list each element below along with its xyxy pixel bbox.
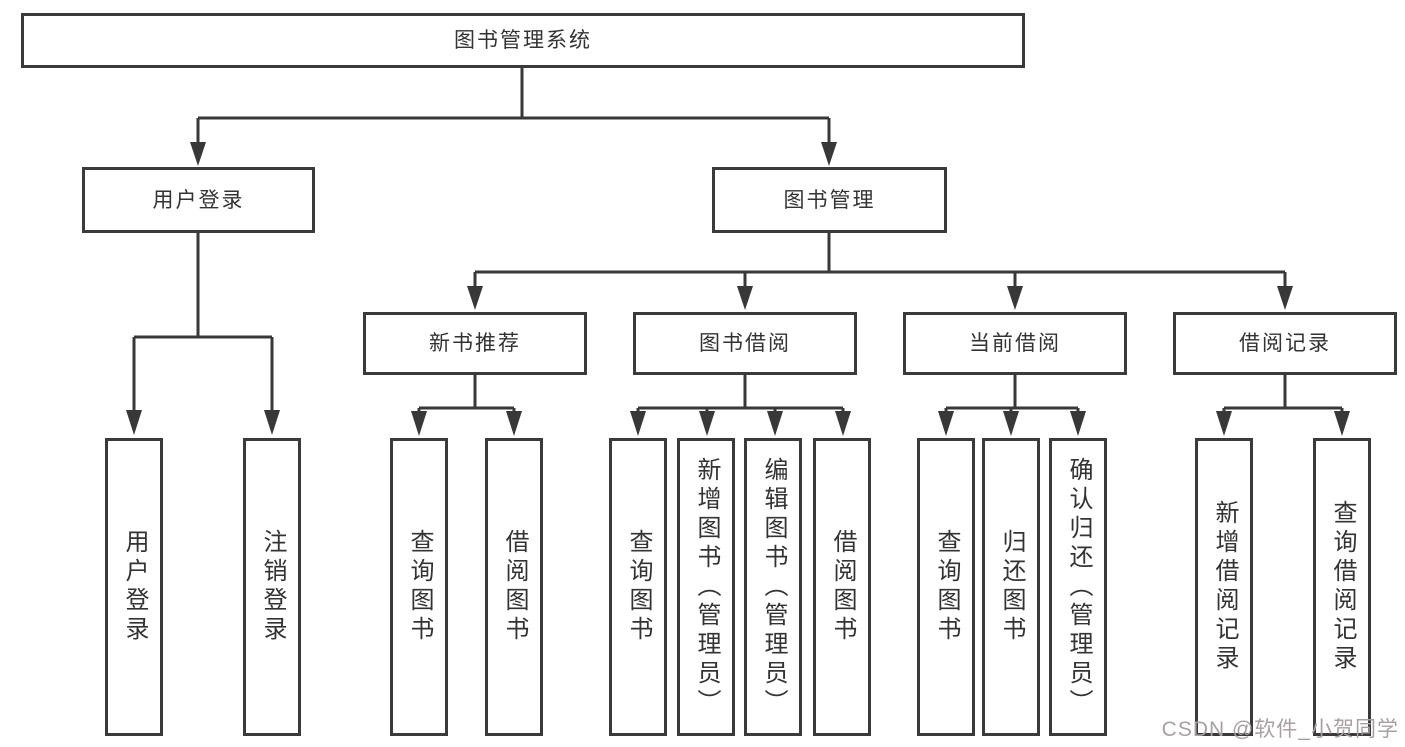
- node-label: 新书推荐: [429, 332, 521, 355]
- node-label: 图书管理系统: [454, 29, 592, 52]
- node-label: 新增借阅记录: [1211, 500, 1238, 674]
- node-label: 图书借阅: [699, 332, 791, 355]
- node-borrow-record: 借阅记录: [1173, 312, 1397, 375]
- node-label: 借阅图书: [829, 529, 856, 645]
- node-label: 查询图书: [933, 529, 960, 645]
- node-label: 图书管理: [783, 188, 876, 212]
- leaf-query-book-current: 查询图书: [917, 438, 975, 736]
- node-user-login: 用户登录: [82, 167, 315, 233]
- node-label: 借阅图书: [501, 529, 528, 645]
- node-label: 用户登录: [121, 529, 148, 645]
- leaf-logout: 注销登录: [243, 438, 301, 736]
- leaf-confirm-return-admin: 确认归还（管理员）: [1049, 438, 1107, 736]
- node-label: 编辑图书（管理员）: [760, 456, 787, 718]
- node-label: 查询图书: [406, 529, 433, 645]
- leaf-query-borrow-record: 查询借阅记录: [1313, 438, 1371, 736]
- leaf-return-book: 归还图书: [982, 438, 1040, 736]
- leaf-borrow-book: 借阅图书: [813, 438, 871, 736]
- node-current-borrow: 当前借阅: [903, 312, 1127, 375]
- node-new-book-recommend: 新书推荐: [363, 312, 587, 375]
- node-label: 查询图书: [625, 529, 652, 645]
- leaf-add-borrow-record: 新增借阅记录: [1195, 438, 1253, 736]
- leaf-borrow-book-recommend: 借阅图书: [485, 438, 543, 736]
- csdn-watermark: CSDN @软件_小贺同学: [1161, 718, 1399, 741]
- leaf-add-book-admin: 新增图书（管理员）: [677, 438, 735, 736]
- node-label: 新增图书（管理员）: [693, 456, 720, 718]
- node-label: 确认归还（管理员）: [1065, 456, 1092, 718]
- node-label: 借阅记录: [1239, 332, 1331, 355]
- leaf-query-book-recommend: 查询图书: [390, 438, 448, 736]
- node-label: 查询借阅记录: [1329, 500, 1356, 674]
- node-label: 当前借阅: [969, 332, 1061, 355]
- node-book-borrow: 图书借阅: [633, 312, 857, 375]
- node-root-system: 图书管理系统: [21, 13, 1025, 68]
- node-label: 用户登录: [152, 188, 245, 212]
- leaf-user-login: 用户登录: [105, 438, 163, 736]
- node-label: 注销登录: [259, 529, 286, 645]
- leaf-query-book-borrow: 查询图书: [609, 438, 667, 736]
- leaf-edit-book-admin: 编辑图书（管理员）: [744, 438, 802, 736]
- node-label: 归还图书: [998, 529, 1025, 645]
- node-book-management: 图书管理: [712, 167, 947, 233]
